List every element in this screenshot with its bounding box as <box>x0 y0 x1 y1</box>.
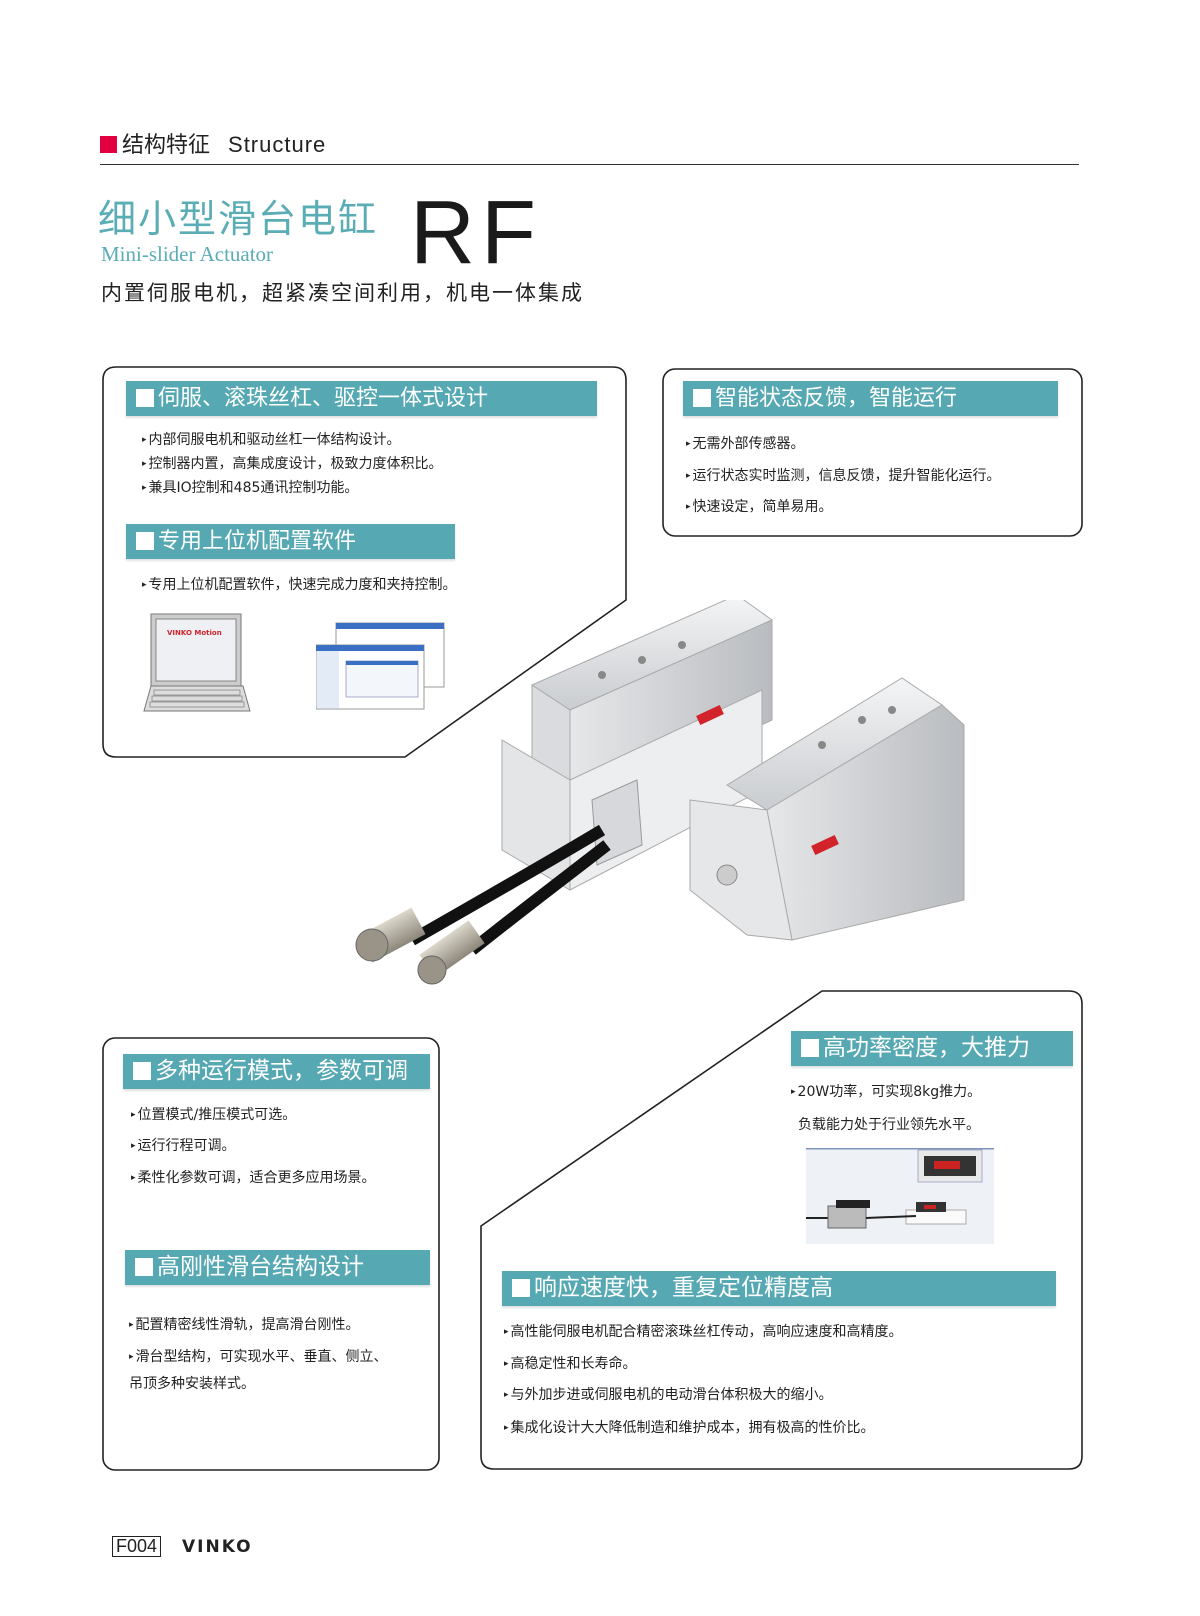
software-screenshots <box>316 622 445 710</box>
bullet: ▸位置模式/推压模式可选。 <box>131 1106 296 1124</box>
bullet-text: 位置模式/推压模式可选。 <box>137 1107 297 1123</box>
product-image <box>352 594 1002 1020</box>
bullet-text: 与外加步进或伺服电机的电动滑台体积极大的缩小。 <box>510 1387 833 1403</box>
laptop-screen-logo: VINKO Motion <box>167 629 222 637</box>
feature-integrated-title: 伺服、滚珠丝杠、驱控一体式设计 <box>158 386 489 411</box>
bullet-text: 内部伺服电机和驱动丝杠一体结构设计。 <box>148 432 401 448</box>
bullet: ▸兼具IO控制和485通讯控制功能。 <box>142 479 358 497</box>
triangle-bullet-icon: ▸ <box>129 1320 134 1330</box>
triangle-bullet-icon: ▸ <box>686 502 691 512</box>
feature-response-title-bar: 响应速度快，重复定位精度高 <box>502 1271 1056 1306</box>
box-power-outline <box>480 990 1083 1470</box>
product-model: RF <box>410 183 542 283</box>
box-modes-outline <box>102 1037 440 1471</box>
triangle-bullet-icon: ▸ <box>686 471 691 481</box>
box-integrated-outline <box>102 366 627 758</box>
bullet-text: 配置精密线性滑轨，提高滑台刚性。 <box>135 1317 360 1333</box>
bullet: ▸运行状态实时监测，信息反馈，提升智能化运行。 <box>686 467 1001 485</box>
bullet-text: 20W功率，可实现8kg推力。 <box>797 1084 982 1100</box>
bullet: ▸20W功率，可实现8kg推力。 <box>791 1083 981 1101</box>
feature-response-title: 响应速度快，重复定位精度高 <box>534 1275 833 1301</box>
bullet: ▸无需外部传感器。 <box>686 435 805 453</box>
feature-software-title-bar: 专用上位机配置软件 <box>126 524 455 559</box>
white-square-icon <box>136 389 154 407</box>
bullet-text: 运行状态实时监测，信息反馈，提升智能化运行。 <box>692 468 1001 484</box>
laptop-illustration: VINKO Motion <box>142 613 252 713</box>
product-tagline: 内置伺服电机，超紧凑空间利用，机电一体集成 <box>101 281 584 305</box>
bullet-text: 控制器内置，高集成度设计，极致力度体积比。 <box>148 456 443 472</box>
triangle-bullet-icon: ▸ <box>131 1110 136 1120</box>
bullet-text: 快速设定，简单易用。 <box>692 499 833 515</box>
footer-brand: VINKO <box>182 1537 253 1557</box>
white-square-icon <box>133 1062 151 1080</box>
feature-power-title-bar: 高功率密度，大推力 <box>791 1031 1073 1066</box>
bullet: ▸高稳定性和长寿命。 <box>504 1355 637 1373</box>
bullet: ▸高性能伺服电机配合精密滚珠丝杠传动，高响应速度和高精度。 <box>504 1323 903 1341</box>
triangle-bullet-icon: ▸ <box>504 1327 509 1337</box>
white-square-icon <box>135 1258 153 1276</box>
product-title-cn: 细小型滑台电缸 <box>98 197 379 241</box>
feature-smart-title-bar: 智能状态反馈，智能运行 <box>683 381 1058 416</box>
feature-power-title: 高功率密度，大推力 <box>823 1035 1030 1061</box>
red-square-icon <box>100 136 117 153</box>
feature-modes-title: 多种运行模式，参数可调 <box>155 1058 408 1084</box>
triangle-bullet-icon: ▸ <box>686 439 691 449</box>
bullet-continuation: 吊顶多种安装样式。 <box>129 1376 255 1392</box>
bullet-text: 柔性化参数可调，适合更多应用场景。 <box>137 1170 376 1186</box>
triangle-bullet-icon: ▸ <box>142 580 147 590</box>
page-number: F004 <box>112 1536 162 1557</box>
white-square-icon <box>136 532 154 550</box>
bullet-text: 专用上位机配置软件，快速完成力度和夹持控制。 <box>148 577 457 593</box>
feature-rigidity-title-bar: 高刚性滑台结构设计 <box>125 1250 430 1285</box>
triangle-bullet-icon: ▸ <box>791 1087 796 1097</box>
white-square-icon <box>693 389 711 407</box>
feature-modes-title-bar: 多种运行模式，参数可调 <box>123 1054 430 1089</box>
bullet: ▸运行行程可调。 <box>131 1137 236 1155</box>
bullet-text: 滑台型结构，可实现水平、垂直、侧立、 <box>135 1349 388 1365</box>
bullet-text: 高性能伺服电机配合精密滚珠丝杠传动，高响应速度和高精度。 <box>510 1324 903 1340</box>
feature-rigidity-title: 高刚性滑台结构设计 <box>157 1254 364 1280</box>
bullet: ▸与外加步进或伺服电机的电动滑台体积极大的缩小。 <box>504 1386 833 1404</box>
triangle-bullet-icon: ▸ <box>142 435 147 445</box>
bullet: ▸专用上位机配置软件，快速完成力度和夹持控制。 <box>142 576 457 594</box>
triangle-bullet-icon: ▸ <box>504 1359 509 1369</box>
triangle-bullet-icon: ▸ <box>504 1390 509 1400</box>
bullet-text: 运行行程可调。 <box>137 1138 236 1154</box>
header-divider <box>100 164 1079 165</box>
bullet-text: 兼具IO控制和485通讯控制功能。 <box>148 480 359 496</box>
bullet: ▸控制器内置，高集成度设计，极致力度体积比。 <box>142 455 443 473</box>
bullet: ▸快速设定，简单易用。 <box>686 498 833 516</box>
bullet: ▸内部伺服电机和驱动丝杠一体结构设计。 <box>142 431 401 449</box>
thrust-test-photo <box>806 1148 994 1244</box>
section-heading: 结构特征 Structure <box>100 132 326 159</box>
bullet: ▸滑台型结构，可实现水平、垂直、侧立、 <box>129 1348 388 1366</box>
section-title-cn: 结构特征 <box>122 133 211 158</box>
triangle-bullet-icon: ▸ <box>131 1141 136 1151</box>
feature-integrated-title-bar: 伺服、滚珠丝杠、驱控一体式设计 <box>126 381 597 416</box>
bullet-text: 无需外部传感器。 <box>692 436 805 452</box>
triangle-bullet-icon: ▸ <box>142 459 147 469</box>
product-title-en: Mini-slider Actuator <box>101 242 274 266</box>
bullet: ▸集成化设计大大降低制造和维护成本，拥有极高的性价比。 <box>504 1419 875 1437</box>
triangle-bullet-icon: ▸ <box>129 1352 134 1362</box>
white-square-icon <box>512 1279 530 1297</box>
bullet-continuation: 负载能力处于行业领先水平。 <box>798 1117 980 1133</box>
triangle-bullet-icon: ▸ <box>504 1423 509 1433</box>
section-title-en: Structure <box>228 132 327 157</box>
bullet: ▸柔性化参数可调，适合更多应用场景。 <box>131 1169 376 1187</box>
feature-software-title: 专用上位机配置软件 <box>158 529 357 554</box>
bullet-text: 高稳定性和长寿命。 <box>510 1356 637 1372</box>
bullet: ▸配置精密线性滑轨，提高滑台刚性。 <box>129 1316 360 1334</box>
feature-smart-title: 智能状态反馈，智能运行 <box>715 386 958 411</box>
box-smart-outline <box>662 368 1083 537</box>
triangle-bullet-icon: ▸ <box>131 1173 136 1183</box>
bullet-text: 集成化设计大大降低制造和维护成本，拥有极高的性价比。 <box>510 1420 875 1436</box>
triangle-bullet-icon: ▸ <box>142 483 147 493</box>
white-square-icon <box>801 1039 819 1057</box>
